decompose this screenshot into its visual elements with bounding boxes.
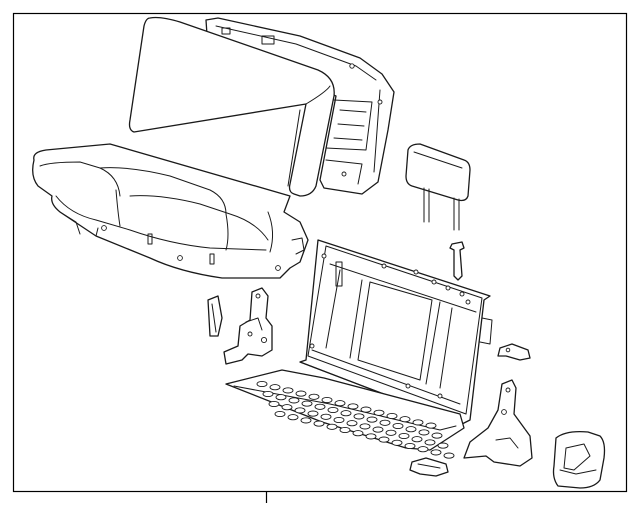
suspension-hole [269, 384, 281, 391]
suspension-hole [412, 419, 424, 426]
suspension-hole [431, 432, 443, 439]
suspension-hole [308, 393, 320, 400]
suspension-hole [313, 420, 325, 427]
suspension-hole [443, 452, 455, 459]
suspension-hole [398, 432, 410, 440]
seat-back-cushion [128, 16, 335, 197]
headrest-guide [449, 241, 465, 281]
suspension-hole [320, 413, 332, 420]
suspension-hole [385, 429, 397, 436]
suspension-hole [307, 410, 319, 417]
suspension-hole [378, 436, 390, 443]
hinge-cover-left [207, 295, 223, 337]
headrest [405, 143, 471, 231]
suspension-hole [327, 406, 339, 414]
suspension-hole [411, 436, 423, 443]
suspension-hole [300, 417, 312, 424]
suspension-hole [294, 407, 306, 414]
latch-striker [409, 457, 449, 477]
suspension-hole [372, 426, 384, 433]
suspension-hole [404, 442, 416, 450]
suspension-hole [256, 380, 268, 388]
suspension-hole [353, 413, 365, 420]
side-trim-cover [552, 430, 606, 489]
suspension-hole [391, 439, 403, 446]
suspension-hole [268, 400, 280, 408]
suspension-hole [399, 416, 411, 423]
suspension-hole [418, 429, 430, 436]
diagram-frame [12, 12, 628, 493]
suspension-hole [274, 410, 286, 418]
suspension-hole [281, 404, 293, 411]
suspension-hole [295, 390, 307, 397]
suspension-hole [437, 442, 449, 449]
suspension-hole [339, 426, 351, 434]
suspension-hole [301, 400, 313, 407]
suspension-hole [366, 416, 378, 423]
suspension-hole [352, 430, 364, 437]
latch-handle [497, 343, 531, 361]
seat-pan-suspension [225, 369, 465, 459]
suspension-hole [282, 387, 294, 394]
suspension-hole [314, 403, 326, 410]
suspension-hole [425, 422, 437, 429]
suspension-hole [262, 390, 274, 398]
suspension-hole [321, 396, 333, 404]
suspension-hole [346, 420, 358, 427]
hinge-bracket-right [463, 379, 533, 467]
suspension-hole [360, 406, 372, 413]
suspension-hole [359, 423, 371, 430]
suspension-hole [424, 439, 436, 446]
suspension-hole [373, 409, 385, 416]
seat-cushion-assembly [32, 143, 309, 279]
hinge-bracket-left [223, 287, 273, 365]
suspension-hole [379, 419, 391, 426]
suspension-hole [392, 422, 404, 430]
suspension-hole [347, 403, 359, 410]
suspension-hole [430, 449, 442, 456]
suspension-hole [386, 412, 398, 420]
suspension-hole [340, 410, 352, 417]
suspension-hole [287, 414, 299, 421]
suspension-holes [256, 380, 455, 459]
suspension-hole [405, 426, 417, 433]
suspension-hole [288, 397, 300, 404]
suspension-hole [326, 423, 338, 430]
suspension-hole [365, 433, 377, 440]
suspension-hole [334, 400, 346, 407]
suspension-hole [275, 394, 287, 401]
suspension-hole [417, 446, 429, 453]
suspension-hole [333, 416, 345, 424]
